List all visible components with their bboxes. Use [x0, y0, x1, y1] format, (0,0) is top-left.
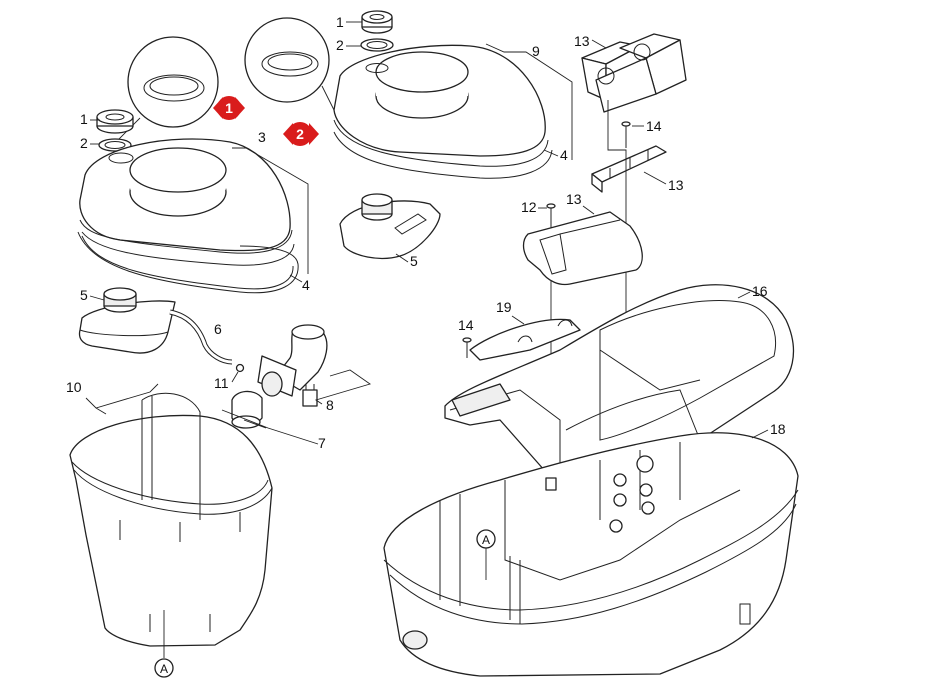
reference-marker-a-left: A	[154, 610, 174, 678]
float-housing-part-2	[339, 193, 441, 260]
float-housing-part	[78, 287, 176, 354]
callout-16-top: 14	[632, 118, 662, 134]
seal-ring-part	[98, 138, 132, 152]
reference-marker-a-right: A	[476, 529, 496, 580]
base-body-part	[383, 432, 799, 677]
cap-nut-part-2	[361, 10, 393, 34]
cover-gasket-part	[77, 231, 299, 294]
svg-text:11: 11	[214, 375, 229, 391]
svg-text:9: 9	[532, 43, 540, 59]
detail-circle-variant-2	[244, 17, 335, 111]
callout-14-bottom: 13	[643, 171, 684, 193]
callout-20: 19	[496, 299, 525, 325]
svg-text:2: 2	[336, 37, 344, 53]
dirt-water-tank-part	[69, 392, 273, 647]
svg-text:16: 16	[752, 283, 768, 299]
svg-text:2: 2	[296, 126, 304, 142]
tank-cover-part	[79, 138, 295, 266]
svg-text:13: 13	[566, 191, 582, 207]
callout-14-top: 13	[574, 33, 607, 49]
handle-part	[522, 211, 643, 286]
callout-8: 8	[314, 369, 372, 413]
callout-10: 10	[66, 379, 159, 415]
svg-text:18: 18	[770, 421, 786, 437]
callout-9: 9	[485, 43, 573, 160]
svg-text:14: 14	[458, 317, 474, 333]
svg-text:5: 5	[410, 253, 418, 269]
svg-text:1: 1	[80, 111, 88, 127]
callout-16-bottom: 14	[458, 317, 474, 333]
svg-text:13: 13	[574, 33, 590, 49]
svg-text:13: 13	[668, 177, 684, 193]
tank-cover-part-2	[333, 44, 553, 179]
svg-text:A: A	[482, 533, 490, 547]
callout-2-left: 2	[80, 135, 99, 151]
screw-part-lower	[462, 337, 472, 358]
callout-18: 16	[737, 283, 768, 299]
callout-7: 7	[221, 409, 326, 451]
callout-1-left: 1	[80, 111, 100, 127]
svg-text:19: 19	[496, 299, 512, 315]
svg-text:4: 4	[560, 147, 568, 163]
variant-marker-2: 2	[283, 122, 319, 146]
svg-text:4: 4	[302, 277, 310, 293]
svg-text:5: 5	[80, 287, 88, 303]
tray-part	[469, 318, 581, 361]
screw-part-upper	[621, 121, 631, 148]
svg-text:12: 12	[521, 199, 537, 215]
callout-12: 12	[521, 199, 547, 215]
detail-circle-variant-1	[111, 36, 219, 147]
callout-3: 3	[232, 129, 309, 274]
drain-hose-part	[169, 309, 233, 365]
callout-2-mid: 2	[336, 37, 361, 53]
svg-text:14: 14	[646, 118, 662, 134]
svg-text:6: 6	[214, 321, 222, 337]
callout-4-left: 4	[289, 274, 310, 293]
svg-text:3: 3	[258, 129, 266, 145]
callout-13: 13 13	[566, 191, 595, 215]
suction-elbow-part	[231, 324, 328, 429]
switch-bracket-part	[591, 145, 667, 193]
callout-5-left: 5	[80, 287, 105, 303]
callout-5-mid: 5	[395, 253, 418, 269]
callout-19: 18	[751, 421, 786, 439]
seal-ring-part-2	[360, 38, 394, 52]
callout-6: 6	[214, 321, 222, 337]
svg-text:7: 7	[318, 435, 326, 451]
small-plug-part	[235, 363, 245, 373]
svg-text:1: 1	[336, 14, 344, 30]
svg-text:8: 8	[326, 397, 334, 413]
clip-part	[302, 384, 318, 407]
switch-caps-part	[581, 33, 687, 113]
callout-11: 11	[214, 371, 239, 391]
svg-text:2: 2	[80, 135, 88, 151]
svg-text:1: 1	[225, 100, 233, 116]
callout-4-mid: 4	[543, 147, 568, 163]
callout-1-mid: 1	[336, 14, 362, 30]
variant-marker-1: 1	[213, 96, 245, 120]
cap-nut-part	[96, 109, 134, 134]
svg-text:10: 10	[66, 379, 82, 395]
svg-text:A: A	[160, 662, 168, 676]
